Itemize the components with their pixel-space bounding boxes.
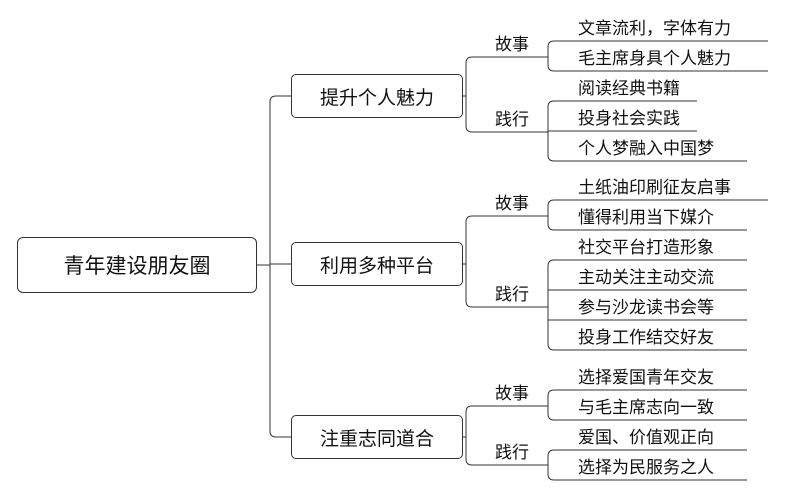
- leaf-item: 选择爱国青年交友: [578, 368, 714, 388]
- branch-node: 提升个人魅力: [291, 74, 463, 118]
- leaf-connector: [547, 389, 555, 406]
- group-label: 践行: [495, 285, 529, 305]
- leaf-item: 文章流利，字体有力: [578, 19, 731, 39]
- leaf-connector: [547, 449, 555, 465]
- branch-title: 注重志同道合: [319, 427, 434, 450]
- group-label: 故事: [495, 384, 529, 404]
- leaf-item: 选择为民服务之人: [578, 458, 714, 478]
- leaf-connector: [547, 259, 555, 307]
- leaf-connector: [547, 57, 555, 72]
- leaf-item: 阅读经典书籍: [578, 79, 680, 99]
- leaf-item: 爱国、价值观正向: [578, 428, 714, 448]
- group-label: 践行: [495, 443, 529, 463]
- leaf-item: 投身工作结交好友: [578, 328, 714, 348]
- branch-connector: [465, 56, 473, 133]
- root-connector: [269, 95, 277, 438]
- leaf-connector: [547, 199, 555, 216]
- leaf-connector: [547, 465, 555, 481]
- leaf-item: 与毛主席志向一致: [578, 398, 714, 418]
- leaf-item: 个人梦融入中国梦: [578, 139, 714, 159]
- group-label: 故事: [495, 35, 529, 55]
- leaf-item: 社交平台打造形象: [578, 238, 714, 258]
- leaf-connector: [547, 307, 555, 351]
- root-node-label: 青年建设朋友圈: [63, 254, 211, 278]
- group-label: 践行: [495, 110, 529, 130]
- leaf-item: 主动关注主动交流: [578, 268, 714, 288]
- root-node: 青年建设朋友圈: [17, 237, 257, 293]
- leaf-item: 懂得利用当下媒介: [578, 208, 714, 228]
- leaf-connector: [547, 132, 555, 162]
- leaf-item: 毛主席身具个人魅力: [578, 49, 731, 69]
- leaf-connector: [547, 216, 555, 231]
- leaf-connector: [547, 100, 555, 132]
- leaf-item: 参与沙龙读书会等: [578, 298, 714, 318]
- branch-node: 注重志同道合: [291, 415, 463, 459]
- branch-title: 提升个人魅力: [319, 86, 434, 109]
- branch-connector: [465, 215, 473, 308]
- leaf-item: 土纸油印刷征友启事: [578, 178, 731, 198]
- branch-title: 利用多种平台: [319, 254, 434, 277]
- leaf-connector: [547, 40, 555, 57]
- branch-node: 利用多种平台: [291, 242, 463, 286]
- branch-connector: [465, 405, 473, 466]
- leaf-item: 投身社会实践: [578, 109, 680, 129]
- group-label: 故事: [495, 194, 529, 214]
- leaf-connector: [547, 406, 555, 421]
